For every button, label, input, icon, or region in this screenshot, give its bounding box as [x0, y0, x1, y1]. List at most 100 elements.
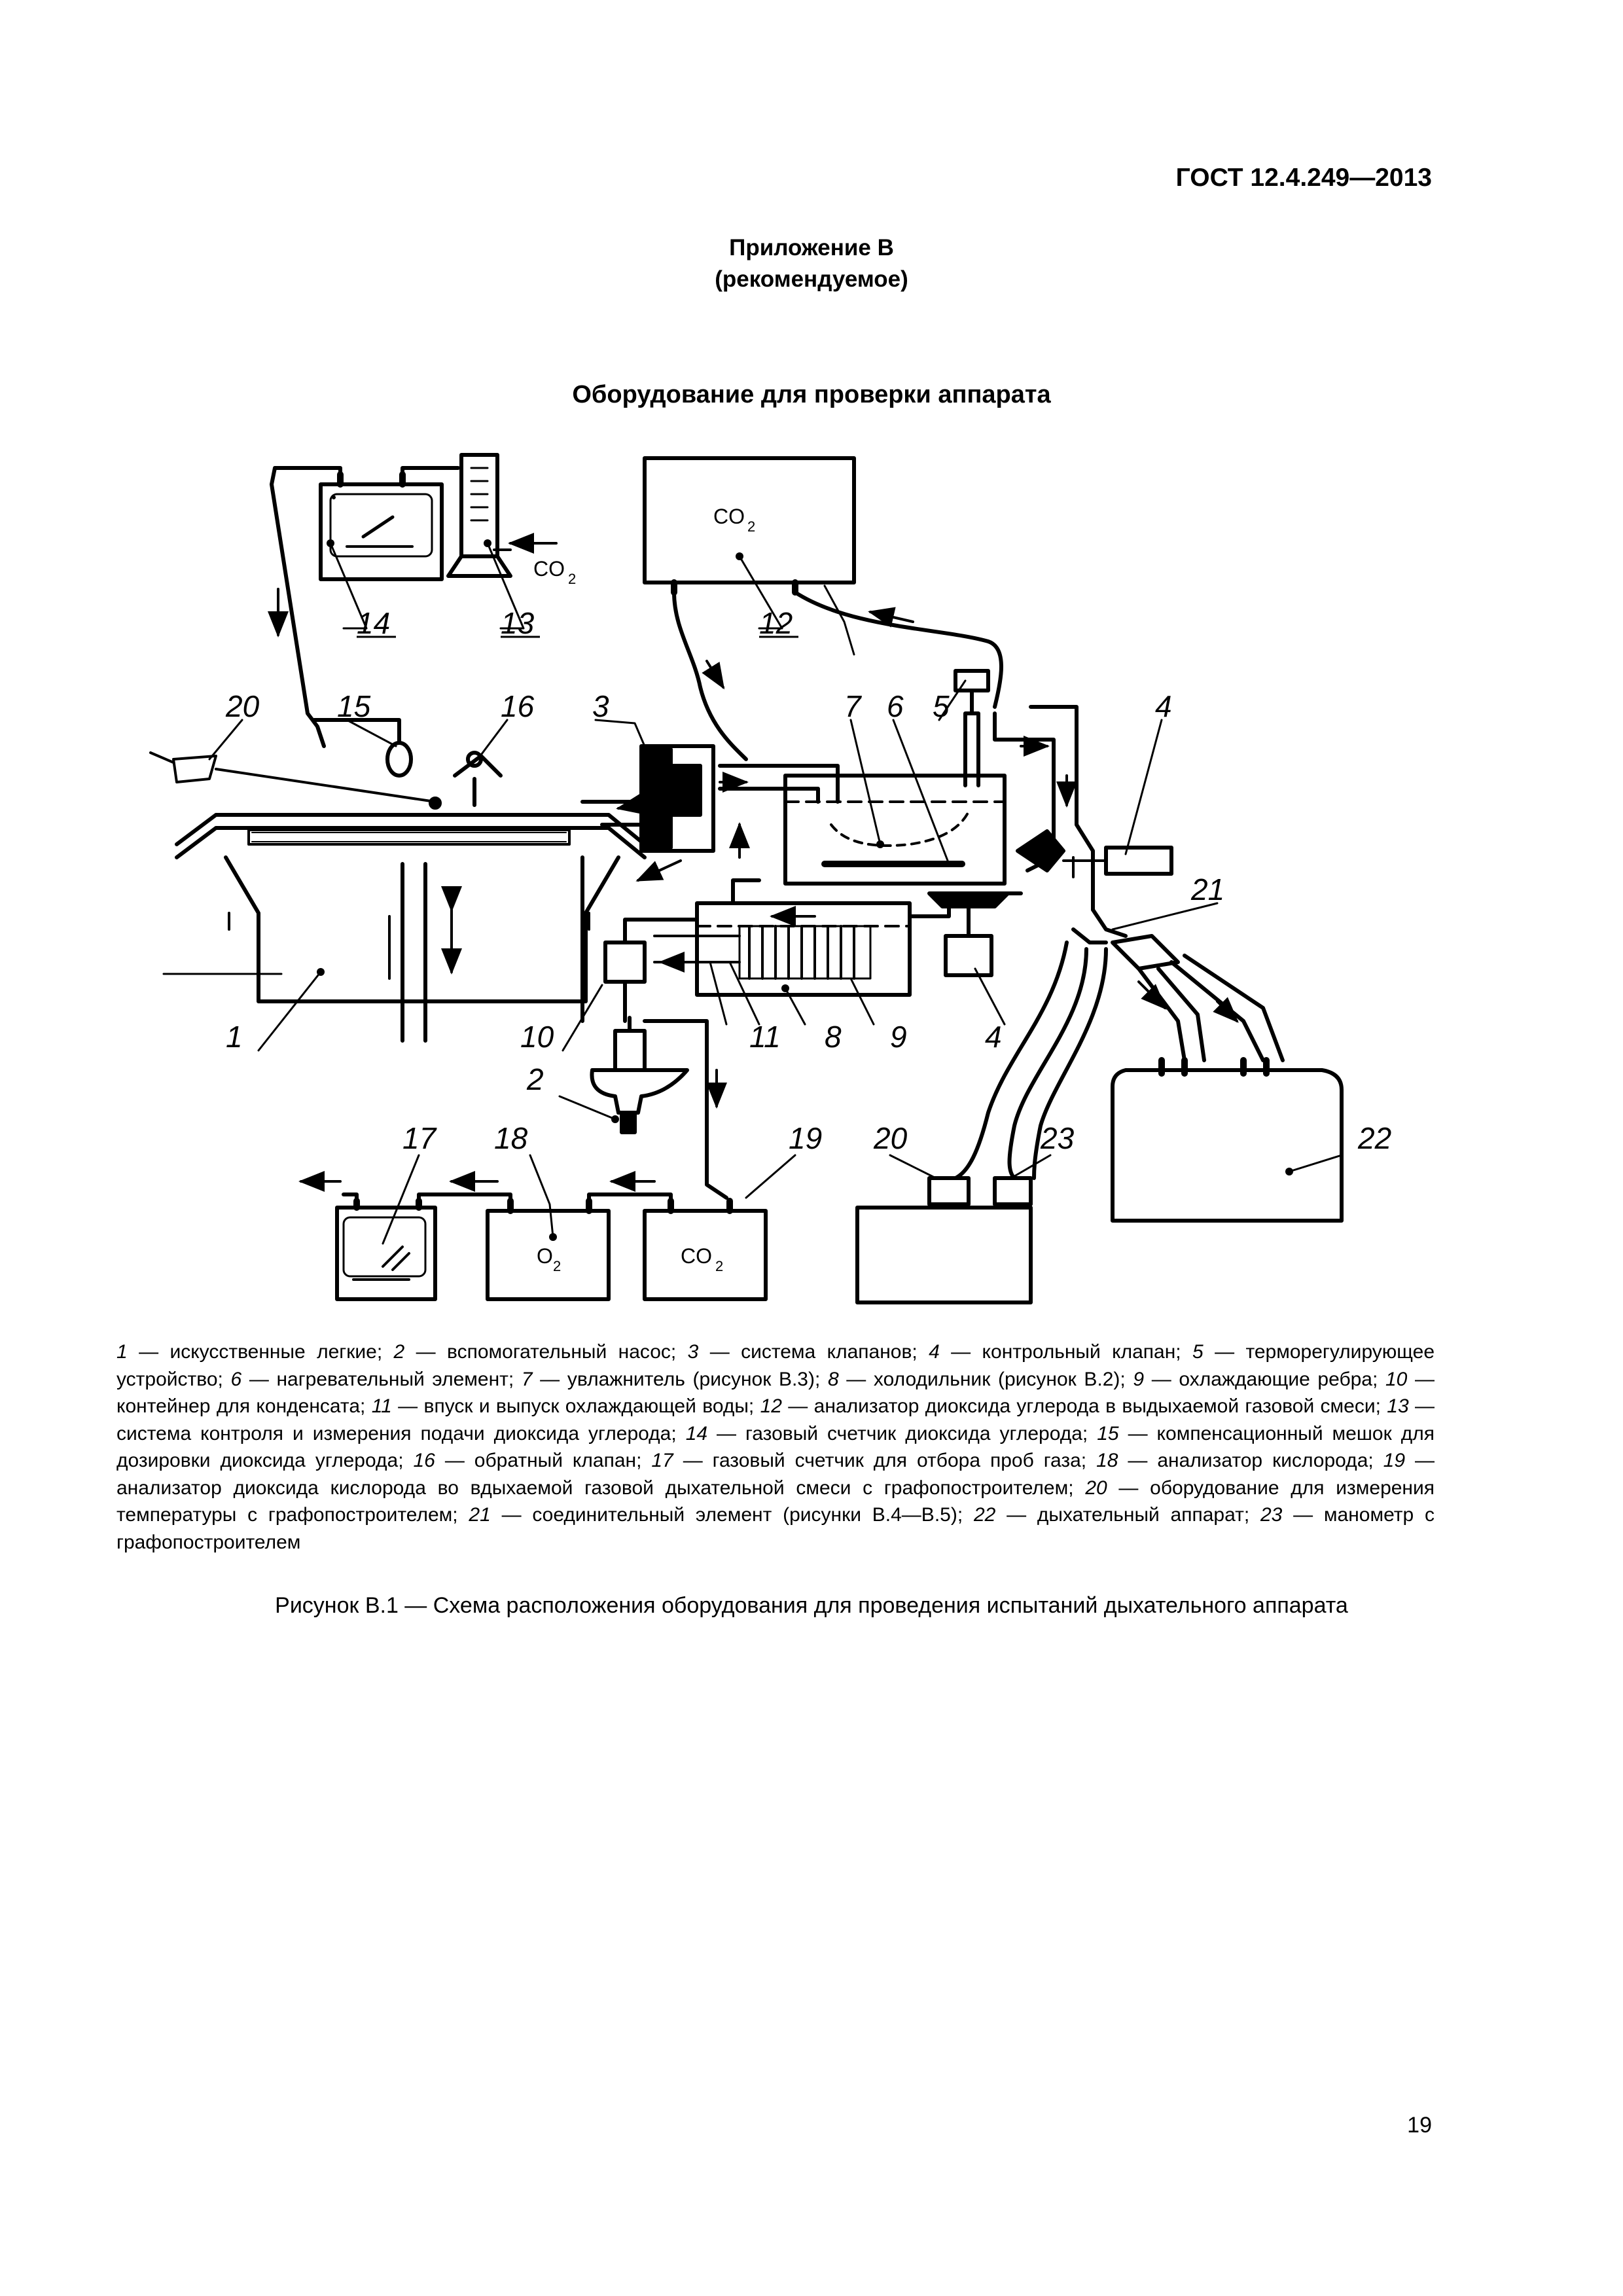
- co2-label-19: CO: [681, 1244, 712, 1268]
- auxiliary-pump: [590, 1016, 728, 1200]
- label-10: 10: [520, 1020, 554, 1054]
- page-number: 19: [1407, 2113, 1432, 2138]
- condensate-container: [580, 855, 699, 1023]
- label-3: 3: [592, 689, 609, 723]
- legend-text: — впуск и выпуск охлаждающей воды;: [391, 1395, 760, 1417]
- label-14: 14: [357, 606, 390, 640]
- legend-text: — манометр с графопостроителем: [116, 1504, 1435, 1553]
- legend-number: 16: [413, 1450, 435, 1471]
- label-9: 9: [890, 1020, 907, 1054]
- legend-text: — искусственные легкие;: [127, 1341, 394, 1363]
- legend-text: — охлаждающие ребра;: [1144, 1368, 1385, 1390]
- thermoregulator: [954, 669, 990, 787]
- temperature-sensor-20: [149, 751, 442, 810]
- label-4-upper: 4: [1155, 689, 1172, 723]
- equipment-diagram: 1 2 3 4 4 5 6 7 8 9 10 11 12 13 14 15 16…: [149, 453, 1391, 1304]
- legend-number: 3: [687, 1341, 699, 1363]
- legend-number: 7: [521, 1368, 533, 1390]
- breathing-apparatus: [1111, 1057, 1344, 1223]
- figure-caption: Рисунок В.1 — Схема расположения оборудо…: [275, 1593, 1348, 1618]
- figure-legend: 1 — искусственные легкие; 2 — вспомогате…: [116, 1338, 1435, 1556]
- figure-title: Оборудование для проверки аппарата: [572, 381, 1051, 408]
- annex-title: Приложение В: [729, 235, 894, 260]
- co2-flow-system-13: [446, 453, 558, 578]
- legend-text: — газовый счетчик для отбора проб газа;: [673, 1450, 1097, 1471]
- legend-number: 21: [469, 1504, 491, 1526]
- label-11: 11: [749, 1020, 781, 1054]
- label-13: 13: [501, 606, 535, 640]
- label-21: 21: [1190, 872, 1224, 906]
- standard-number: ГОСТ 12.4.249—2013: [1175, 164, 1432, 192]
- label-5: 5: [933, 689, 950, 723]
- label-16: 16: [501, 689, 535, 723]
- humidifier: [718, 764, 1007, 886]
- co2-label-13: CO: [533, 557, 565, 581]
- label-1: 1: [226, 1020, 243, 1054]
- check-valve-4-lower: [927, 891, 1010, 977]
- annex-status: (рекомендуемое): [715, 266, 908, 292]
- legend-number: 15: [1097, 1422, 1119, 1444]
- legend-text: — анализатор диоксида углерода в выдыхае…: [781, 1395, 1387, 1417]
- legend-text: — холодильник (рисунок В.2);: [838, 1368, 1133, 1390]
- connecting-element: [954, 908, 1285, 1180]
- legend-number: 11: [371, 1395, 392, 1417]
- legend-number: 5: [1192, 1341, 1204, 1363]
- legend-text: — нагревательный элемент;: [241, 1368, 522, 1390]
- co2-analyzer-12: [643, 456, 1003, 761]
- label-7: 7: [844, 689, 862, 723]
- check-valve-4-upper: [993, 705, 1173, 912]
- label-20-upper: 20: [225, 689, 260, 723]
- label-2: 2: [526, 1062, 544, 1096]
- legend-text: — терморегулирующее устройство;: [116, 1341, 1435, 1390]
- check-valve-16: [453, 751, 503, 807]
- legend-number: 18: [1096, 1450, 1118, 1471]
- label-12: 12: [759, 606, 793, 640]
- o2-label-18: O: [537, 1244, 553, 1268]
- legend-number: 13: [1387, 1395, 1409, 1417]
- co2-analyzer-19: [609, 1171, 768, 1301]
- recorder-20-23: [855, 1176, 1033, 1304]
- legend-text: — система контроля и измерения подачи ди…: [116, 1395, 1435, 1444]
- legend-text: — анализатор диоксида кислорода во вдыха…: [116, 1450, 1435, 1499]
- legend-number: 8: [827, 1368, 839, 1390]
- legend-text: — компенсационный мешок для дозировки ди…: [116, 1422, 1435, 1472]
- legend-text: — обратный клапан;: [435, 1450, 652, 1471]
- legend-number: 2: [393, 1341, 405, 1363]
- artificial-lungs: [162, 813, 647, 1043]
- label-15: 15: [337, 689, 371, 723]
- label-17: 17: [402, 1121, 437, 1155]
- legend-number: 19: [1383, 1450, 1406, 1471]
- legend-number: 9: [1133, 1368, 1145, 1390]
- legend-number: 17: [651, 1450, 673, 1471]
- o2-sub-18: 2: [553, 1258, 561, 1274]
- co2-sub-12: 2: [747, 518, 755, 535]
- legend-number: 4: [929, 1341, 940, 1363]
- label-23: 23: [1040, 1121, 1075, 1155]
- legend-number: 23: [1260, 1504, 1283, 1526]
- legend-number: 12: [760, 1395, 782, 1417]
- valve-system: [580, 744, 715, 853]
- legend-number: 20: [1085, 1477, 1107, 1499]
- legend-number: 6: [230, 1368, 242, 1390]
- co2-sub-19: 2: [715, 1258, 723, 1274]
- legend-number: 10: [1385, 1368, 1408, 1390]
- legend-text: — вспомогательный насос;: [404, 1341, 688, 1363]
- co2-gas-counter-14: [270, 466, 460, 748]
- legend-text: — газовый счетчик диоксида углерода;: [707, 1422, 1097, 1444]
- label-6: 6: [887, 689, 904, 723]
- label-4-lower: 4: [985, 1020, 1002, 1054]
- label-18: 18: [494, 1121, 528, 1155]
- co2-label-12: CO: [713, 505, 745, 528]
- legend-text: — дыхательный аппарат;: [995, 1504, 1260, 1526]
- label-8: 8: [825, 1020, 842, 1054]
- annex-heading: Приложение В (рекомендуемое): [0, 232, 1623, 295]
- legend-number: 14: [685, 1422, 708, 1444]
- legend-text: — контрольный клапан;: [939, 1341, 1192, 1363]
- legend-text: — система клапанов;: [698, 1341, 929, 1363]
- label-19: 19: [789, 1121, 822, 1155]
- legend-number: 1: [116, 1341, 128, 1363]
- co2-sub-13: 2: [568, 571, 576, 587]
- legend-text: — контейнер для конденсата;: [116, 1368, 1435, 1418]
- compensation-bag: [312, 718, 413, 778]
- label-22: 22: [1357, 1121, 1391, 1155]
